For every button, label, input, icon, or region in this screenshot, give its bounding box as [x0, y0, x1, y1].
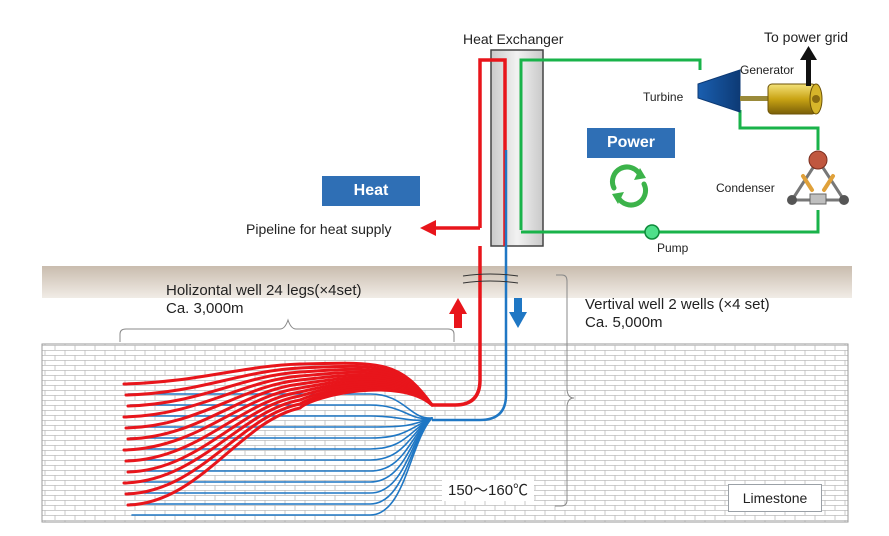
cold-well-leg [129, 404, 433, 420]
temperature-label: 150～160℃ [442, 480, 535, 502]
hot-well-leg [124, 380, 434, 463]
power-label: Power [587, 128, 675, 158]
turbine-icon [697, 69, 741, 113]
cold-well-leg [127, 393, 433, 419]
hot-well-leg [122, 370, 434, 419]
down-arrow-icon [509, 298, 527, 328]
turbine-shaft [740, 96, 770, 101]
cold-pipe [432, 150, 508, 422]
pump-icon [644, 224, 660, 240]
hot-well-leg [122, 378, 434, 452]
horizontal-length-label: Ca. 3,000m [166, 300, 244, 317]
recycle-arrows-icon [609, 164, 649, 208]
vertical-brace [555, 274, 575, 507]
cold-well-leg [131, 415, 433, 421]
heat-supply-arrow [420, 220, 436, 236]
generator-label: Generator [740, 63, 795, 77]
cold-well-leg [129, 417, 433, 439]
limestone-label: Limestone [728, 484, 822, 512]
hot-well-leg [126, 388, 434, 507]
horizontal-well-label: Holizontal well 24 legs(×4set) [166, 282, 362, 299]
to-power-grid-label: To power grid [764, 29, 849, 45]
condenser-icon [787, 150, 849, 205]
hot-well-leg [122, 361, 434, 407]
well-break-marks [462, 273, 519, 284]
power-loop [519, 58, 820, 234]
horizontal-brace [119, 318, 455, 342]
heat-exchanger-label: Heat Exchanger [463, 31, 564, 47]
turbine-label: Turbine [643, 90, 684, 104]
vertical-length-label: Ca. 5,000m [585, 314, 663, 331]
heat-exchanger [490, 49, 544, 247]
generator-icon [767, 83, 823, 115]
hot-well-leg [124, 373, 434, 430]
heat-label: Heat [322, 176, 420, 206]
hot-well-leg [124, 364, 434, 407]
condenser-label: Condenser [716, 181, 775, 195]
horizontal-well-legs [122, 361, 434, 516]
pump-label: Pump [657, 241, 689, 255]
grid-arrow-icon [800, 46, 817, 86]
vertical-well-label: Vertival well 2 wells (×4 set) [585, 296, 770, 313]
ground-surface [42, 266, 852, 298]
hot-well-leg [126, 367, 434, 408]
hot-well-leg [126, 376, 434, 441]
up-arrow-icon [449, 298, 467, 328]
cold-well-leg [131, 417, 433, 516]
pipeline-label: Pipeline for heat supply [246, 221, 392, 237]
